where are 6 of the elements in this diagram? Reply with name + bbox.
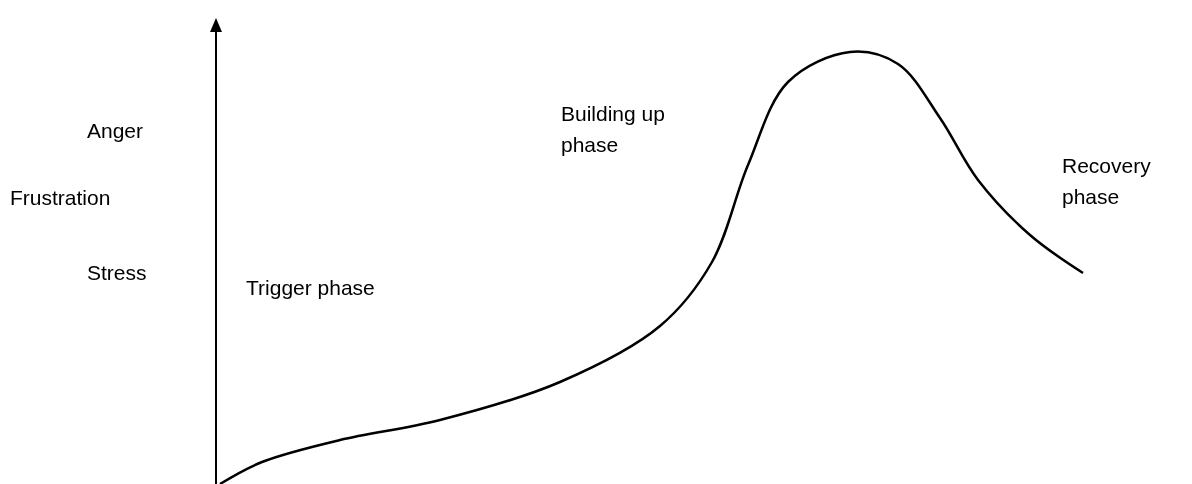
text-label: Recovery phase (1062, 153, 1152, 210)
text-label: Frustration (10, 185, 111, 211)
text-label: Anger (87, 118, 144, 144)
text-label: Trigger phase (246, 275, 375, 301)
text-label: Stress (87, 260, 147, 286)
text-label: Building up phase (561, 101, 666, 158)
